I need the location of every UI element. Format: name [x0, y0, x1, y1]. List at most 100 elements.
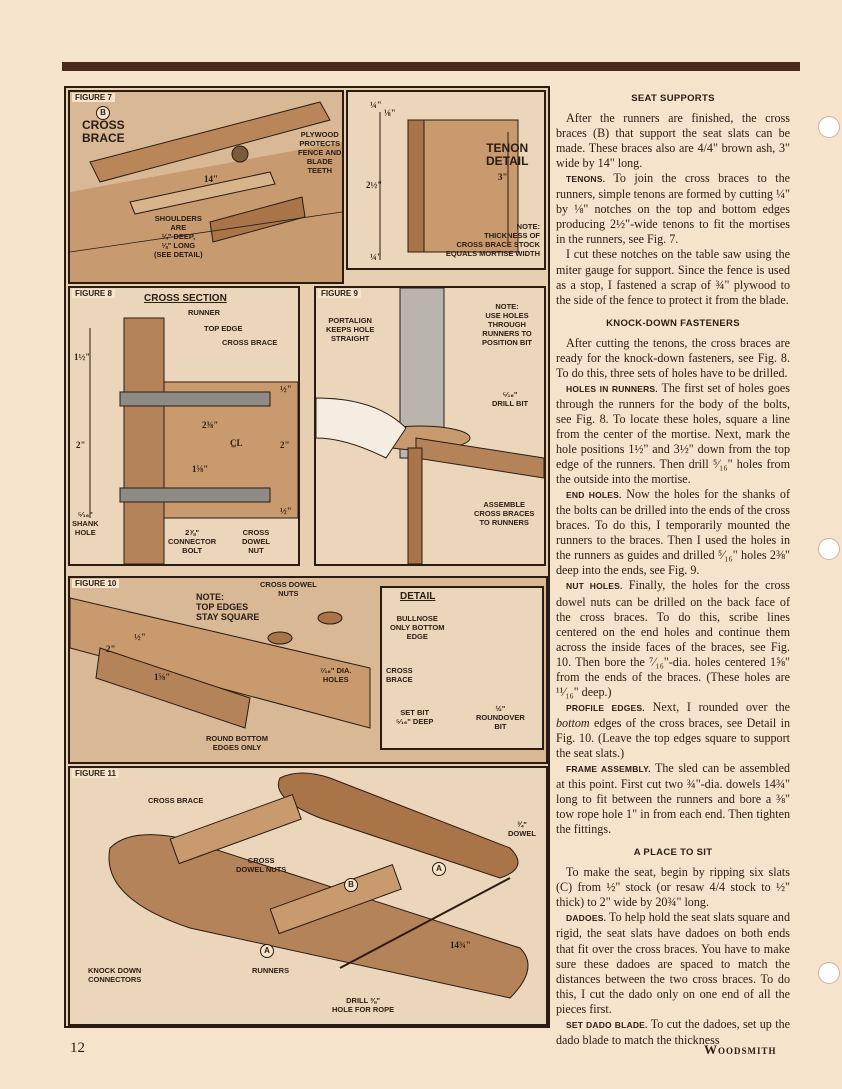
figure-panel: FIGURE 7 B CROSS BRACE PLYWOOD PROTECTS …: [64, 86, 550, 1028]
paragraph-4: After cutting the tenons, the cross brac…: [556, 335, 790, 380]
dowel-nuts-label-11: CROSS DOWEL NUTS: [236, 856, 287, 874]
assemble-label: ASSEMBLE CROSS BRACES TO RUNNERS: [474, 500, 535, 527]
plywood-label: PLYWOOD PROTECTS FENCE AND BLADE TEETH: [298, 130, 342, 175]
circle-b-label: B: [96, 106, 110, 120]
heading-knock-down: KNOCK-DOWN FASTENERS: [606, 317, 740, 329]
runners-label: RUNNERS: [252, 966, 290, 975]
paragraph-12: SET DADO BLADE. To cut the dadoes, set u…: [556, 1017, 790, 1048]
paragraph-2-text: To join the cross braces to the runners,…: [556, 171, 790, 247]
cross-section-title: CROSS SECTION: [144, 293, 227, 304]
paragraph-7: NUT HOLES. Finally, the holes for the cr…: [556, 578, 790, 699]
figure-11-label: FIGURE 11: [72, 769, 119, 778]
dim-half-top: ½": [280, 384, 292, 394]
paragraph-6: END HOLES. Now the holes for the shanks …: [556, 487, 790, 578]
tenon-detail-drawing: [379, 112, 519, 260]
figure-10: FIGURE 10 NOTE: TOP EDGES STAY SQUARE CR…: [68, 576, 548, 764]
lead-set-dado-blade: SET DADO BLADE.: [566, 1019, 648, 1030]
dim-quarter-bottom: ¼": [370, 252, 382, 262]
paragraph-8-text-a: Next, I rounded over the: [644, 699, 790, 714]
paragraph-8: PROFILE EDGES. Next, I rounded over the …: [556, 700, 790, 761]
dim-half-10: ½": [134, 632, 146, 642]
dim-eighth: ⅛": [384, 108, 396, 118]
lead-profile-edges: PROFILE EDGES.: [566, 702, 645, 713]
connector-bolt-label: 2⅞" CONNECTOR BOLT: [168, 528, 217, 555]
round-bottom-label: ROUND BOTTOM EDGES ONLY: [206, 734, 268, 752]
set-bit-label: SET BIT ⁵⁄₁₆" DEEP: [396, 708, 434, 726]
circle-a-top: A: [432, 862, 446, 876]
lead-holes-in-runners: HOLES IN RUNNERS.: [566, 383, 658, 394]
figure-10-note: NOTE: TOP EDGES STAY SQUARE: [196, 592, 260, 622]
heading-seat-supports: SEAT SUPPORTS: [631, 93, 715, 104]
lead-frame-assembly: FRAME ASSEMBLY.: [566, 764, 651, 775]
paragraph-10: To make the seat, begin by ripping six s…: [556, 865, 790, 910]
center-line: C̲L: [230, 438, 243, 448]
paragraph-3: I cut these notches on the table saw usi…: [556, 247, 790, 307]
paragraph-11: DADOES. To help hold the seat slats squa…: [556, 910, 790, 1016]
paragraph-9-text: The sled can be assembled at this point.…: [556, 761, 790, 837]
bullnose-label: BULLNOSE ONLY BOTTOM EDGE: [390, 614, 445, 641]
dim-1-5-8-10: 1⅝": [154, 672, 171, 682]
page-number: 12: [70, 1040, 85, 1056]
detail-box: [380, 586, 544, 750]
runner-label: RUNNER: [188, 308, 221, 317]
figure-11: FIGURE 11 CROSS BRACE ¾" DOWEL CROSS DOW…: [68, 766, 548, 1026]
figure-9-label: FIGURE 9: [318, 289, 361, 298]
roundover-label: ½" ROUNDOVER BIT: [476, 704, 525, 731]
dim-2-half: 2½": [366, 180, 383, 190]
dim-half-bottom: ½": [280, 506, 292, 516]
header-rule: [62, 62, 800, 71]
paragraph-12-text: To cut the dadoes, set up the dado blade…: [556, 1016, 790, 1047]
paragraph-8-emphasis: bottom: [556, 715, 590, 730]
detail-cross-brace-label: CROSS BRACE: [386, 666, 413, 684]
paragraph-7-text: Finally, the holes for the cross dowel n…: [556, 578, 790, 699]
dim-2-left: 2": [76, 440, 86, 450]
portalign-label: PORTALIGN KEEPS HOLE STRAIGHT: [326, 316, 375, 343]
cross-brace-label-11: CROSS BRACE: [148, 796, 204, 805]
figure-11-drawing: [108, 772, 529, 999]
figure-7: FIGURE 7 B CROSS BRACE PLYWOOD PROTECTS …: [68, 90, 344, 284]
circle-b-11: B: [344, 878, 358, 892]
dim-14: 14": [204, 174, 218, 184]
paragraph-5: HOLES IN RUNNERS. The first set of holes…: [556, 381, 790, 487]
tenon-note: NOTE: THICKNESS OF CROSS BRACE STOCK EQU…: [445, 222, 540, 258]
tenon-detail-title: TENON DETAIL: [486, 141, 529, 168]
cross-brace-label: CROSS BRACE: [82, 118, 125, 145]
dia-holes-label: ⁷⁄₁₆" DIA. HOLES: [320, 666, 352, 684]
top-edge-label: TOP EDGE: [204, 324, 243, 333]
dowel-label: ¾" DOWEL: [508, 820, 536, 838]
paragraph-1: After the runners are finished, the cros…: [556, 111, 790, 171]
dim-2-right: 2": [280, 440, 290, 450]
lead-tenons: TENONS.: [566, 174, 606, 185]
shoulders-label: SHOULDERS ARE ¼" DEEP, ⅛" LONG (SEE DETA…: [154, 214, 203, 259]
lead-end-holes: END HOLES.: [566, 490, 622, 501]
binder-hole-middle: [818, 538, 840, 560]
paragraph-8-text-b: edges of the cross braces, see Detail in…: [556, 715, 790, 760]
cross-brace-label-8: CROSS BRACE: [222, 338, 278, 347]
dim-3: 3": [498, 172, 508, 182]
figure-9: FIGURE 9 PORTALIGN KEEPS HOLE STRAIGHT N…: [314, 286, 546, 566]
heading-place-to-sit: A PLACE TO SIT: [633, 847, 713, 859]
paragraph-6-text: Now the holes for the shanks of the bolt…: [556, 487, 791, 578]
figure-8-label: FIGURE 8: [72, 289, 115, 298]
drill-rope-label: DRILL ⅜" HOLE FOR ROPE: [332, 996, 395, 1014]
dowel-nuts-label: CROSS DOWEL NUTS: [260, 580, 317, 598]
figure-8: FIGURE 8 CROSS SECTION RUNNER TOP EDGE C…: [68, 286, 300, 566]
dowel-nut-label: CROSS DOWEL NUT: [242, 528, 270, 555]
figure-9-note: NOTE: USE HOLES THROUGH RUNNERS TO POSIT…: [482, 302, 533, 347]
binder-hole-top: [818, 116, 840, 138]
figure-10-label: FIGURE 10: [72, 579, 120, 588]
paragraph-9: FRAME ASSEMBLY. The sled can be assemble…: [556, 761, 790, 837]
dim-1-half: 1½": [74, 352, 91, 362]
binder-hole-bottom: [818, 962, 840, 984]
detail-title: DETAIL: [400, 591, 436, 602]
paragraph-2: TENONS. To join the cross braces to the …: [556, 171, 790, 247]
drill-bit-label: ⁵⁄₁₆" DRILL BIT: [492, 390, 529, 408]
paragraph-5-text: The first set of holes goes through the …: [556, 380, 790, 487]
figure-7-label: FIGURE 7: [72, 93, 115, 102]
knock-down-label: KNOCK DOWN CONNECTORS: [88, 966, 142, 984]
figure-10-drawing: [70, 597, 371, 729]
lead-nut-holes: NUT HOLES.: [566, 581, 623, 592]
shank-hole-label: ⁵⁄₁₆" SHANK HOLE: [72, 510, 99, 537]
dim-quarter-top: ¼": [370, 100, 382, 110]
lead-dadoes: DADOES.: [566, 913, 607, 924]
